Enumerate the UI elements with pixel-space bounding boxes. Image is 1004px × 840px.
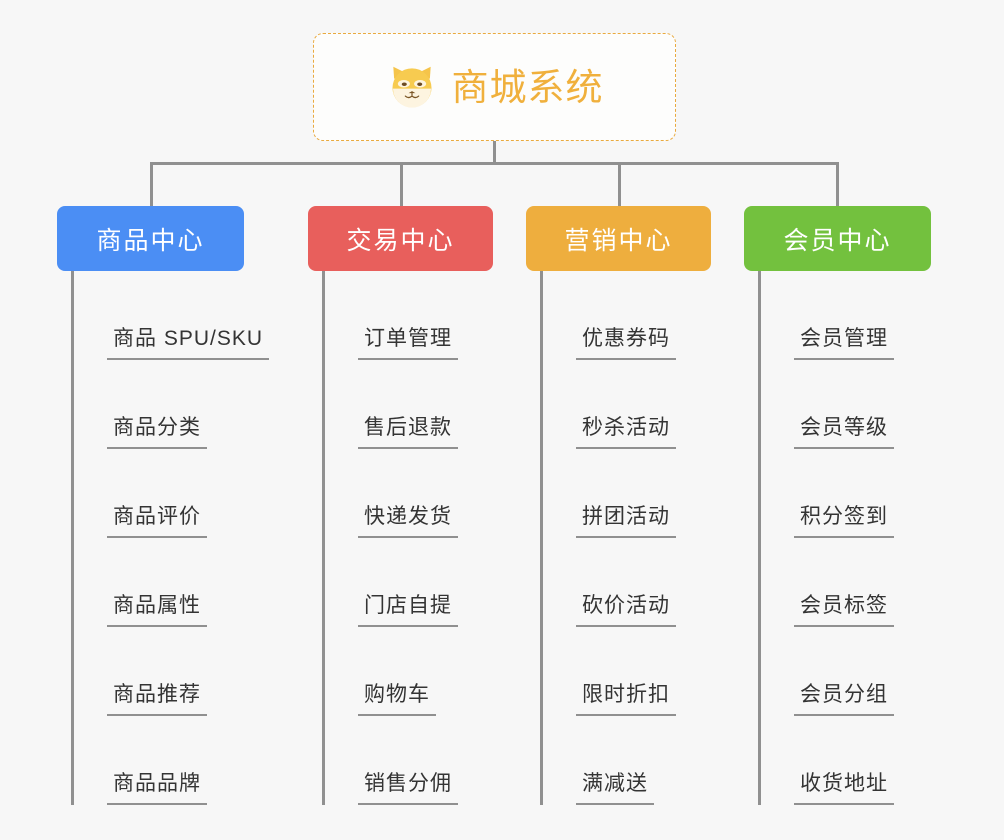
list-item[interactable]: 商品 SPU/SKU bbox=[74, 271, 270, 360]
leaf-label: 门店自提 bbox=[358, 593, 458, 627]
root-node-mall-system[interactable]: 商城系统 bbox=[313, 33, 676, 141]
branch-body-trade-center: 订单管理 售后退款 快递发货 门店自提 购物车 销售分佣 bbox=[322, 271, 493, 805]
leaf-label: 会员分组 bbox=[794, 682, 894, 716]
list-item[interactable]: 商品评价 bbox=[74, 449, 244, 538]
branch-header-marketing-center[interactable]: 营销中心 bbox=[526, 206, 711, 271]
connector-drop-product bbox=[150, 162, 153, 206]
list-item[interactable]: 销售分佣 bbox=[325, 716, 493, 805]
branch-header-trade-center[interactable]: 交易中心 bbox=[308, 206, 493, 271]
list-item[interactable]: 商品分类 bbox=[74, 360, 244, 449]
root-node-title: 商城系统 bbox=[451, 66, 604, 108]
leaf-label: 优惠券码 bbox=[576, 326, 676, 360]
branch-trade-center: 交易中心 订单管理 售后退款 快递发货 门店自提 购物车 销售分佣 bbox=[308, 206, 493, 805]
connector-drop-marketing bbox=[618, 162, 621, 206]
list-item[interactable]: 快递发货 bbox=[325, 449, 493, 538]
leaf-label: 会员管理 bbox=[794, 326, 894, 360]
connector-drop-member bbox=[836, 162, 839, 206]
list-item[interactable]: 商品推荐 bbox=[74, 627, 244, 716]
leaf-label: 快递发货 bbox=[358, 504, 458, 538]
list-item[interactable]: 会员等级 bbox=[761, 360, 931, 449]
leaf-label: 积分签到 bbox=[794, 504, 894, 538]
leaf-label: 收货地址 bbox=[794, 771, 894, 805]
branch-product-center: 商品中心 商品 SPU/SKU 商品分类 商品评价 商品属性 商品推荐 商品品牌 bbox=[57, 206, 270, 805]
list-item[interactable]: 订单管理 bbox=[325, 271, 493, 360]
list-item[interactable]: 积分签到 bbox=[761, 449, 931, 538]
list-item[interactable]: 收货地址 bbox=[761, 716, 931, 805]
list-item[interactable]: 商品属性 bbox=[74, 538, 244, 627]
list-item[interactable]: 门店自提 bbox=[325, 538, 493, 627]
list-item[interactable]: 拼团活动 bbox=[543, 449, 711, 538]
leaf-label: 商品推荐 bbox=[107, 682, 207, 716]
leaf-label: 销售分佣 bbox=[358, 771, 458, 805]
connector-root-stem bbox=[493, 141, 496, 163]
connector-horizontal-bus bbox=[150, 162, 839, 165]
leaf-label: 商品品牌 bbox=[107, 771, 207, 805]
leaf-label: 限时折扣 bbox=[576, 682, 676, 716]
branch-header-product-center[interactable]: 商品中心 bbox=[57, 206, 244, 271]
leaf-label: 购物车 bbox=[358, 682, 436, 716]
leaf-label: 会员标签 bbox=[794, 593, 894, 627]
connector-drop-trade bbox=[400, 162, 403, 206]
list-item[interactable]: 秒杀活动 bbox=[543, 360, 711, 449]
list-item[interactable]: 砍价活动 bbox=[543, 538, 711, 627]
branch-body-member-center: 会员管理 会员等级 积分签到 会员标签 会员分组 收货地址 bbox=[758, 271, 931, 805]
leaf-label: 拼团活动 bbox=[576, 504, 676, 538]
leaf-label: 会员等级 bbox=[794, 415, 894, 449]
shiba-dog-face-icon bbox=[392, 66, 431, 108]
branch-marketing-center: 营销中心 优惠券码 秒杀活动 拼团活动 砍价活动 限时折扣 满减送 bbox=[526, 206, 711, 805]
leaf-label: 商品分类 bbox=[107, 415, 207, 449]
leaf-label: 秒杀活动 bbox=[576, 415, 676, 449]
list-item[interactable]: 满减送 bbox=[543, 716, 711, 805]
leaf-label: 商品 SPU/SKU bbox=[107, 326, 270, 360]
leaf-label: 订单管理 bbox=[358, 326, 458, 360]
leaf-label: 商品属性 bbox=[107, 593, 207, 627]
leaf-label: 售后退款 bbox=[358, 415, 458, 449]
list-item[interactable]: 限时折扣 bbox=[543, 627, 711, 716]
list-item[interactable]: 商品品牌 bbox=[74, 716, 244, 805]
list-item[interactable]: 优惠券码 bbox=[543, 271, 711, 360]
branch-body-product-center: 商品 SPU/SKU 商品分类 商品评价 商品属性 商品推荐 商品品牌 bbox=[71, 271, 270, 805]
list-item[interactable]: 会员管理 bbox=[761, 271, 931, 360]
leaf-label: 商品评价 bbox=[107, 504, 207, 538]
leaf-label: 砍价活动 bbox=[576, 593, 676, 627]
leaf-label: 满减送 bbox=[576, 771, 654, 805]
list-item[interactable]: 会员标签 bbox=[761, 538, 931, 627]
list-item[interactable]: 售后退款 bbox=[325, 360, 493, 449]
list-item[interactable]: 会员分组 bbox=[761, 627, 931, 716]
list-item[interactable]: 购物车 bbox=[325, 627, 493, 716]
branch-body-marketing-center: 优惠券码 秒杀活动 拼团活动 砍价活动 限时折扣 满减送 bbox=[540, 271, 711, 805]
branch-member-center: 会员中心 会员管理 会员等级 积分签到 会员标签 会员分组 收货地址 bbox=[744, 206, 931, 805]
branch-header-member-center[interactable]: 会员中心 bbox=[744, 206, 931, 271]
